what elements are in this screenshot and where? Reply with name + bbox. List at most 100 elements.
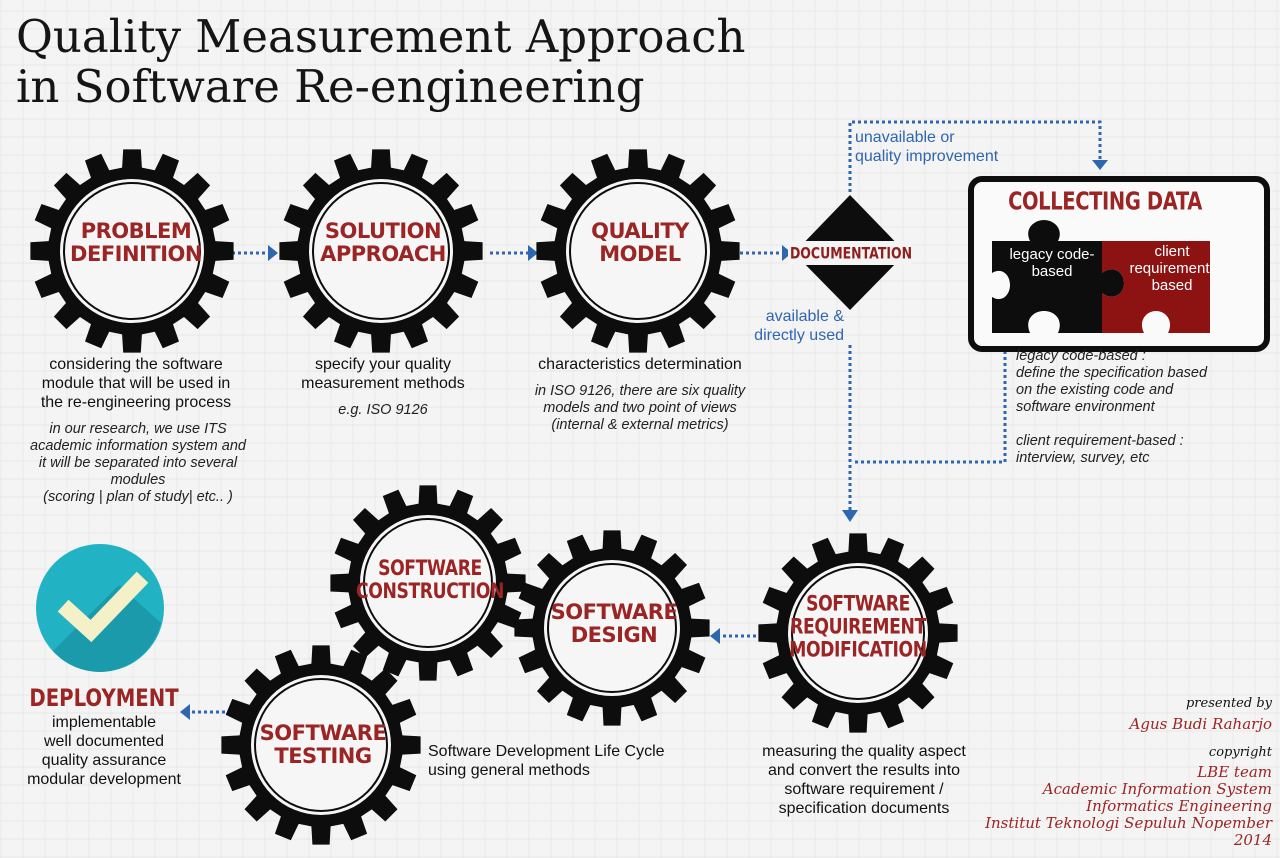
collecting-data-title: COLLECTING DATA [1008,186,1202,216]
gear-inner-ring [63,182,201,320]
deployment-description: implementable well documented quality as… [4,713,204,789]
credit-line: Informatics Engineering [1086,797,1272,815]
gear-label-line: DEFINITION [70,242,202,266]
gear-face [566,179,710,323]
note-line: software environment [1016,399,1155,415]
documentation-label: DOCUMENTATION [789,243,913,263]
arrow-head-7 [180,704,190,720]
gear-face [788,563,928,703]
sdlc-description: Software Development Life Cycle using ge… [428,742,728,780]
desc-line: considering the software [49,356,223,373]
gear-inner-ring [363,518,493,648]
gear-inner-ring [791,566,925,700]
gear-software-requirement-modification: SOFTWARE REQUIREMENT MODIFICATION [774,591,942,662]
puzzle-client-label: client requirement- based [1120,243,1224,294]
connector-documentation-top [848,120,1102,192]
note-line: define the specification based [1016,365,1208,381]
deployment-title: DEPLOYMENT [29,684,179,712]
author-name: Agus Budi Raharjo [1129,715,1272,733]
measure-description: measuring the quality aspect and convert… [732,742,996,818]
puzzle-label-line: client [1154,243,1190,260]
gear-inner-ring [569,182,707,320]
arrow-head-4 [1092,160,1108,170]
check-icon [36,544,164,672]
branch-available-label: available & directly used [720,307,844,345]
branch-line: quality improvement [855,148,999,165]
gear-software-testing [221,645,421,845]
puzzle-legacy-label: legacy code- based [990,246,1114,280]
puzzle-label-line: legacy code- [1009,246,1095,263]
desc-line: Software Development Life Cycle [428,743,665,760]
note-spacer [1016,416,1207,433]
desc-line: specification documents [778,800,950,817]
branch-line: directly used [754,327,844,344]
gear-inner-ring [312,182,450,320]
gear-label-line: PROBLEM [80,219,192,243]
gear-label-line: REQUIREMENT [790,614,926,639]
branch-line: unavailable or [855,129,955,146]
gear-inner-ring [547,563,677,693]
puzzle-piece-legacy [992,220,1124,333]
desc-line: well documented [43,733,165,750]
credit-line: 2014 [1233,831,1272,849]
gear-software-construction: SOFTWARE CONSTRUCTION [340,557,521,603]
gear-software-testing: SOFTWARE TESTING [260,722,387,768]
collecting-data-notes: legacy code-based : define the specifica… [1016,348,1207,467]
arrow-head-5 [842,510,858,522]
puzzle-label-line: based [1031,263,1073,280]
puzzle-icon [992,220,1210,333]
gear-label-line: DESIGN [570,623,658,647]
gear-label-line: MODEL [599,242,681,266]
note-line: it will be separated into several [38,455,238,471]
note-line: in ISO 9126, there are six quality [534,383,746,399]
gear-quality-model: QUALITY MODEL [591,220,689,266]
desc-line: quality assurance [41,752,167,769]
gear-label-line: QUALITY [591,219,689,243]
team-credits: LBE team Academic Information System Inf… [985,764,1272,849]
desc-line: modular development [27,771,181,788]
gear-software-requirement-modification [758,533,958,733]
gear-solution-approach: SOLUTION APPROACH [320,220,446,266]
gear-problem-definition: PROBLEM DEFINITION [70,220,202,266]
arrow-head-2 [528,245,538,261]
copyright-label: copyright [1208,745,1272,760]
arrow-head-6 [710,628,720,644]
desc-line: software requirement / [784,781,944,798]
note-line: academic information system and [30,438,246,454]
quality-description: characteristics determination [538,356,742,373]
gear-label-line: SOFTWARE [806,591,910,616]
gear-software-design: SOFTWARE DESIGN [551,601,678,647]
gear-face [360,515,496,651]
arrow-head-1 [268,245,278,261]
branch-line: available & [765,308,844,325]
title-line-2: in Software Re-engineering [16,60,645,113]
gear-face [60,179,204,323]
gear-solution-approach [279,149,483,353]
solution-note: e.g. ISO 9126 [338,402,428,418]
gear-label-line: APPROACH [320,242,446,266]
presented-by-label: presented by [1185,696,1272,711]
problem-note: in our research, we use ITS academic inf… [4,421,272,506]
note-line: interview, survey, etc [1016,450,1150,466]
gear-face [544,560,680,696]
gear-software-construction [330,485,526,681]
puzzle-label-line: requirement- [1129,260,1215,277]
connector-collect-return [852,345,1007,464]
note-line: legacy code-based : [1016,348,1146,364]
credit-line: Academic Information System [1042,780,1272,798]
credit-line: LBE team [1197,763,1272,781]
gear-label-line: SOLUTION [324,219,442,243]
gear-label-line: SOFTWARE [259,721,387,745]
gear-label-line: CONSTRUCTION [355,579,505,603]
gear-quality-model [536,149,740,353]
credit-line: Institut Teknologi Sepuluh Nopember [985,814,1272,832]
desc-line: implementable [51,714,157,731]
note-line: client requirement-based : [1016,433,1184,449]
desc-line: the re-engineering process [40,394,232,411]
note-line: modules [110,472,166,488]
branch-unavailable-label: unavailable or quality improvement [855,128,998,166]
note-line: (scoring | plan of study| etc.. ) [43,489,233,505]
problem-description: considering the software module that wil… [6,355,266,412]
